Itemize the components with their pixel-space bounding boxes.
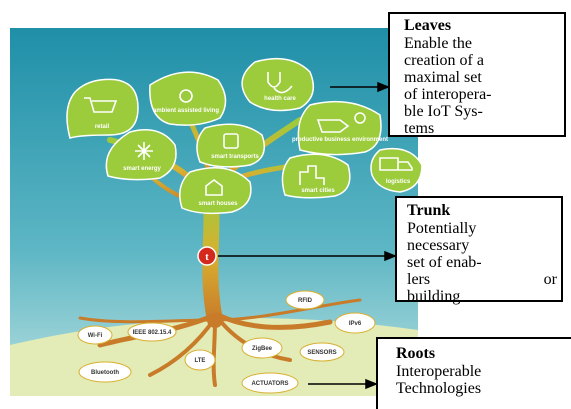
leaf-label: smart transports [211,154,259,160]
root-label: LTE [195,358,206,364]
leaf-smart-energy: smart energy [105,129,177,181]
delivery-truck-icon [379,157,413,171]
leaf-smart-transports: smart transports [196,123,265,168]
root-label: Wi-Fi [88,333,103,339]
train-icon [223,133,239,149]
root-badge-rfid: RFID [285,290,325,310]
leaves-line: ble IoT Sys- [404,103,483,120]
trunk-line: necessary [407,237,470,254]
trunk-panel: Trunk Potentially necessary set of enab-… [395,196,563,305]
root-badge-ipv6: IPv6 [334,312,376,334]
trunk-line: set of enab- [407,254,482,271]
leaf-productive-business-environment: productive business environment [292,100,388,156]
leaf-health-care: health care [241,57,315,112]
leaf-label: health care [264,96,296,102]
leaf-label: retail [95,124,110,130]
trunk-line: lers or [407,271,557,288]
leaves-line: of interopera- [404,86,492,103]
root-label: IEEE 802.15.4 [133,330,172,336]
leaves-arrowhead [377,81,391,93]
leaf-label: smart cities [301,188,335,194]
arrows [218,81,398,390]
root-badge-wifi: Wi-Fi [77,325,113,345]
root-label: Bluetooth [91,370,119,376]
stethoscope-icon [267,72,293,94]
leaves-line: creation of a [404,52,484,69]
root-label: SENSORS [307,350,336,356]
pointing-hand-icon [316,119,350,133]
shopping-cart-icon [84,97,118,113]
root-badge-sensors: SENSORS [299,342,345,362]
root-label: IPv6 [349,321,362,327]
root-label: RFID [298,298,313,304]
root-badge-ieee: IEEE 802.15.4 [127,322,177,342]
roots-line: Interoperable [396,363,482,380]
gear-icon [354,112,366,124]
leaves-line: maximal set [404,69,482,86]
root-label: ZigBee [252,346,273,352]
leaves-line: tems [404,120,435,137]
trunk-badge-glyph: t [205,251,209,263]
root-badge-actuators: ACTUATORS [241,372,299,394]
leaf-label: smart houses [198,201,238,207]
leaves-title: Leaves [404,17,452,34]
roots-title: Roots [396,345,436,362]
trunk-title: Trunk [407,202,451,219]
tree-roots [78,298,362,387]
leaf-ambient-assisted-living: ambient assisted living [149,71,227,126]
roots-line: Technologies [396,380,482,397]
leaf-logistics: logistics [370,147,423,193]
trunk-arrowhead [384,250,398,262]
leaf-label: logistics [386,179,411,185]
energy-burst-icon [135,142,153,160]
roots-arrowhead [365,378,379,390]
root-badge-bluetooth: Bluetooth [78,361,132,383]
trunk-line: Potentially [407,220,477,237]
root-badge-lte: LTE [184,349,216,371]
leaf-label: smart energy [123,166,161,172]
leaf-label: productive business environment [292,137,388,143]
wheelchair-icon [179,89,193,103]
trunk-badge-icon [197,246,217,266]
leaf-retail: retail [66,78,139,139]
trunk-line: building [407,288,461,305]
leaf-smart-cities: smart cities [281,153,351,199]
leaf-smart-houses: smart houses [179,167,252,215]
house-icon [205,179,223,196]
leaf-label: ambient assisted living [153,108,219,114]
leaves-line: Enable the [404,35,472,52]
root-label: ACTUATORS [251,381,288,387]
city-skyline-icon [299,165,325,185]
roots-panel: Roots Interoperable Technologies [376,337,571,409]
root-badge-zigbee: ZigBee [241,337,283,359]
leaves-panel: Leaves Enable the creation of a maximal … [388,12,566,137]
